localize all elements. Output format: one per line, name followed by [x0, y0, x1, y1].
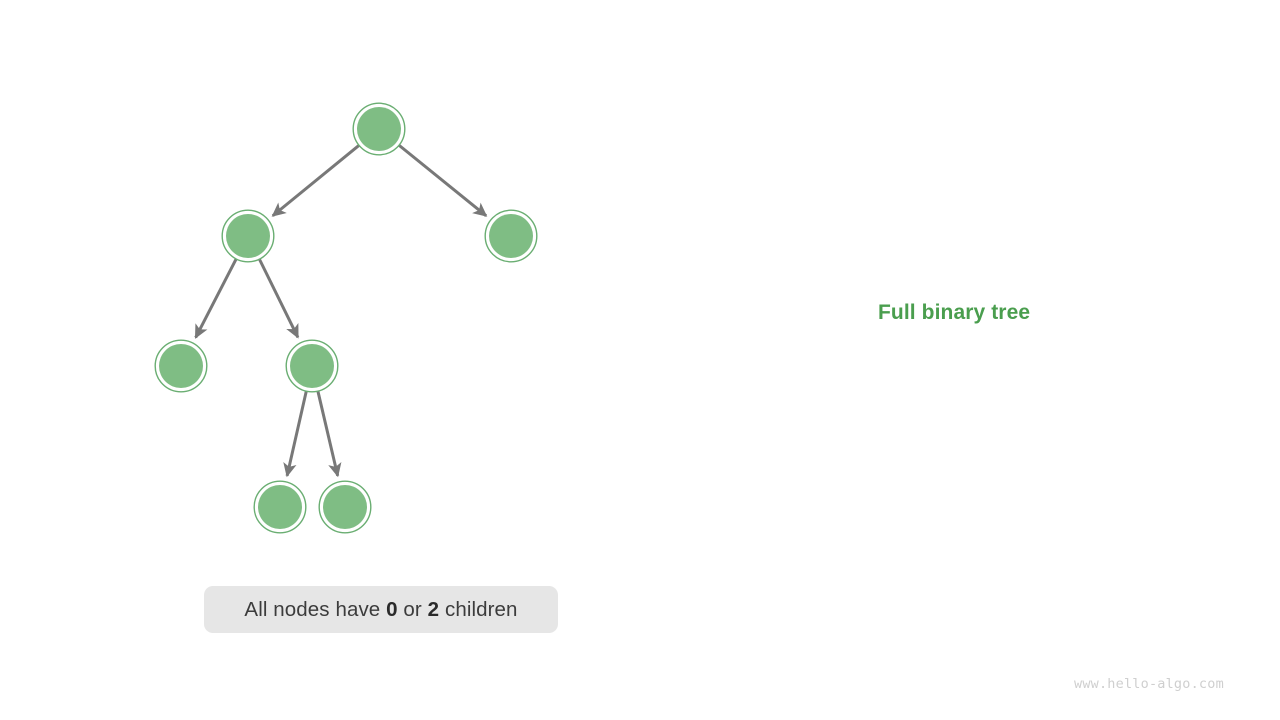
node-layer [154, 102, 538, 534]
tree-node[interactable] [285, 339, 339, 393]
page-title: Full binary tree [878, 301, 1031, 324]
node-outer-ring [154, 339, 208, 393]
node-outer-ring [484, 209, 538, 263]
node-gap-ring [155, 340, 207, 392]
tree-edge [194, 255, 239, 339]
tree-edge [315, 388, 342, 478]
node-gap-ring [254, 481, 306, 533]
node-disc [226, 214, 270, 258]
node-disc [357, 107, 401, 151]
node-gap-ring [286, 340, 338, 392]
tree-edge [256, 255, 300, 339]
node-outer-ring [352, 102, 406, 156]
caption-value-two: 2 [427, 597, 440, 621]
tree-node[interactable] [154, 339, 208, 393]
node-disc [258, 485, 302, 529]
watermark: www.hello-algo.com [1074, 676, 1224, 692]
caption-suffix: children [439, 597, 518, 621]
node-disc [159, 344, 203, 388]
tree-edge [283, 388, 309, 478]
tree-edge [395, 142, 488, 218]
node-gap-ring [353, 103, 405, 155]
node-disc [323, 485, 367, 529]
caption-prefix: All nodes have [244, 597, 387, 621]
caption-middle: or [397, 597, 428, 621]
node-outer-ring [253, 480, 307, 534]
edge-layer [194, 142, 488, 478]
tree-node[interactable] [352, 102, 406, 156]
node-disc [489, 214, 533, 258]
node-disc [290, 344, 334, 388]
tree-node[interactable] [318, 480, 372, 534]
caption-value-zero: 0 [386, 597, 398, 621]
node-gap-ring [485, 210, 537, 262]
tree-node[interactable] [221, 209, 275, 263]
node-gap-ring [222, 210, 274, 262]
caption-badge: All nodes have 0 or 2 children [204, 586, 558, 633]
node-outer-ring [318, 480, 372, 534]
caption-label: All nodes have 0 or 2 children [244, 598, 517, 622]
node-outer-ring [221, 209, 275, 263]
tree-node[interactable] [484, 209, 538, 263]
tree-edge [271, 142, 363, 217]
tree-node[interactable] [253, 480, 307, 534]
node-outer-ring [285, 339, 339, 393]
node-gap-ring [319, 481, 371, 533]
